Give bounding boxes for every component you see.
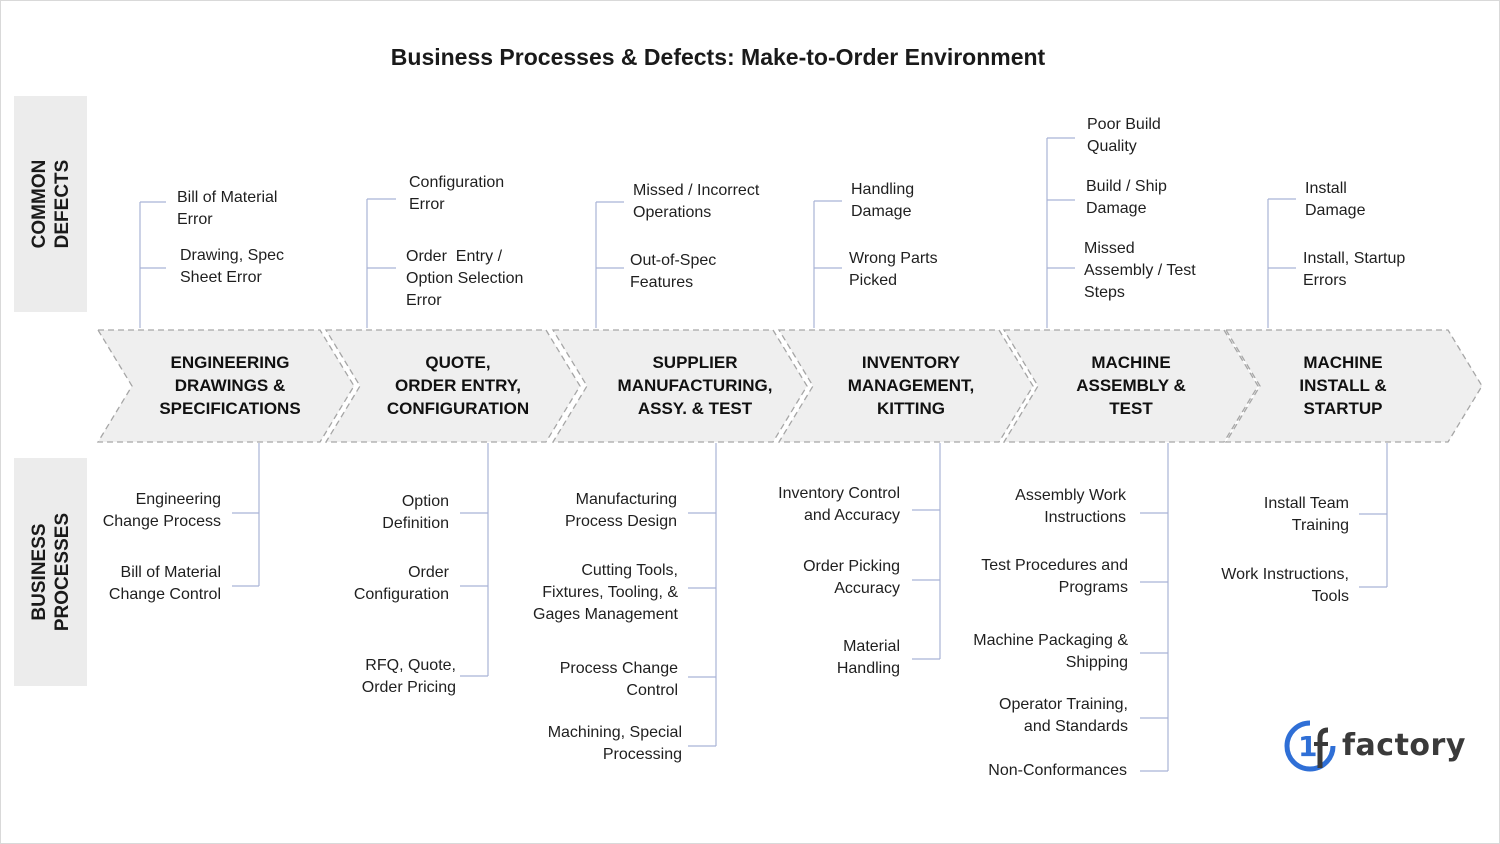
chevron-quote <box>324 329 581 443</box>
business-processes-box: BUSINESS PROCESSES <box>14 458 87 686</box>
stage-label-quote: QUOTE, ORDER ENTRY, CONFIGURATION <box>386 352 530 418</box>
defect-item: Wrong Parts Picked <box>849 250 938 289</box>
process-item: Order Picking Accuracy <box>803 558 900 597</box>
process-connectors <box>232 443 1388 772</box>
process-item: Process Change Control <box>559 660 678 699</box>
process-item: Test Procedures and Programs <box>981 557 1128 596</box>
logo-wordmark: factory <box>1342 728 1466 763</box>
connector-defect-3 <box>595 201 624 328</box>
diagram-title: Business Processes & Defects: Make-to-Or… <box>390 44 1046 70</box>
defect-item: Build / Ship Damage <box>1086 178 1167 217</box>
process-item: Inventory Control and Accuracy <box>778 485 900 524</box>
defect-item: Configuration Error <box>409 174 505 213</box>
defect-item: Bill of Material Error <box>177 189 278 228</box>
connector-process-4 <box>912 443 941 660</box>
process-item: Material Handling <box>836 638 900 677</box>
process-item: Option Definition <box>382 493 449 532</box>
chevron-inventory <box>777 329 1034 443</box>
stage-label-assembly: MACHINE ASSEMBLY & TEST <box>1076 352 1186 418</box>
connector-defect-1 <box>139 201 166 328</box>
defect-connectors <box>139 137 1296 328</box>
connector-process-1 <box>232 443 260 587</box>
process-item: Engineering Change Process <box>102 491 221 530</box>
defect-item: Out-of-Spec Features <box>630 252 717 291</box>
defect-item: Order Entry / Option Selection Error <box>406 248 524 309</box>
process-item: Assembly Work Instructions <box>1015 487 1126 526</box>
chevron-engineering <box>96 329 355 443</box>
process-item: Manufacturing Process Design <box>564 491 677 530</box>
defect-item: Poor Build Quality <box>1087 116 1161 155</box>
stage-label-engineering: ENGINEERING DRAWINGS & SPECIFICATIONS <box>159 352 301 418</box>
stage-label-supplier: SUPPLIER MANUFACTURING, ASSY. & TEST <box>617 352 773 418</box>
process-item: Order Configuration <box>353 564 449 603</box>
defect-item: Missed / Incorrect Operations <box>633 182 760 221</box>
connector-process-3 <box>688 443 717 747</box>
process-item: RFQ, Quote, Order Pricing <box>361 657 456 696</box>
process-item: Machine Packaging & Shipping <box>973 632 1128 671</box>
defect-item: Drawing, Spec Sheet Error <box>180 247 285 286</box>
stage-label-install: MACHINE INSTALL & STARTUP <box>1299 352 1387 418</box>
common-defects-box: COMMON DEFECTS <box>14 96 87 312</box>
connector-defect-5 <box>1046 137 1075 328</box>
logo-digit: 1 <box>1298 730 1317 763</box>
process-item: Operator Training, and Standards <box>999 696 1128 735</box>
process-item: Cutting Tools, Fixtures, Tooling, & Gage… <box>533 562 678 623</box>
chevron-install <box>1224 329 1483 443</box>
connector-process-2 <box>460 443 489 677</box>
defect-item: Install Damage <box>1305 180 1366 219</box>
stage-label-inventory: INVENTORY MANAGEMENT, KITTING <box>847 352 975 418</box>
brand-logo: 1 factory <box>1284 718 1465 778</box>
defect-item: Missed Assembly / Test Steps <box>1084 240 1196 301</box>
process-item: Bill of Material Change Control <box>108 564 221 603</box>
process-item: Work Instructions, Tools <box>1221 566 1349 605</box>
connector-defect-2 <box>366 198 396 328</box>
process-item: Non-Conformances <box>988 762 1127 779</box>
process-item: Machining, Special Processing <box>547 724 682 763</box>
connector-process-6 <box>1359 443 1388 588</box>
connector-defect-6 <box>1267 198 1296 328</box>
connector-process-5 <box>1140 443 1169 772</box>
defect-item: Handling Damage <box>851 181 915 220</box>
chevron-assembly <box>1002 329 1259 443</box>
defect-item: Install, Startup Errors <box>1303 250 1406 289</box>
chevron-supplier <box>551 329 808 443</box>
process-item: Install Team Training <box>1263 495 1349 534</box>
connector-defect-4 <box>813 200 842 328</box>
logo-ring-icon: 1 <box>1284 720 1336 772</box>
